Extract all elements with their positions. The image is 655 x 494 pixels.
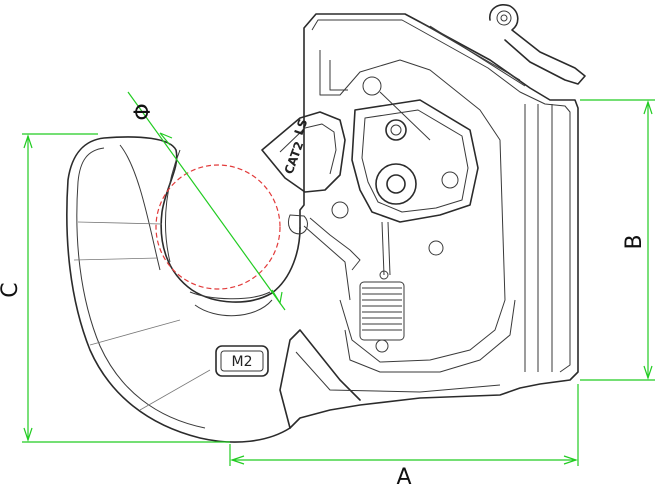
latch-cam bbox=[331, 76, 479, 256]
ls-mark: LS bbox=[292, 117, 311, 137]
spring bbox=[359, 221, 405, 353]
b-label: B bbox=[622, 234, 647, 249]
housing bbox=[279, 13, 579, 429]
dimension-lines bbox=[22, 91, 655, 466]
cat-mark: CAT2 bbox=[282, 140, 307, 176]
release-lever bbox=[419, 4, 586, 87]
svg-text:M2: M2 bbox=[232, 354, 253, 370]
a-label: A bbox=[396, 465, 411, 490]
m2-badge: M2 bbox=[215, 345, 269, 377]
phi-label: Φ bbox=[131, 103, 156, 120]
hook-body bbox=[66, 136, 301, 443]
c-label: C bbox=[0, 282, 23, 297]
hook-circle bbox=[155, 164, 281, 290]
